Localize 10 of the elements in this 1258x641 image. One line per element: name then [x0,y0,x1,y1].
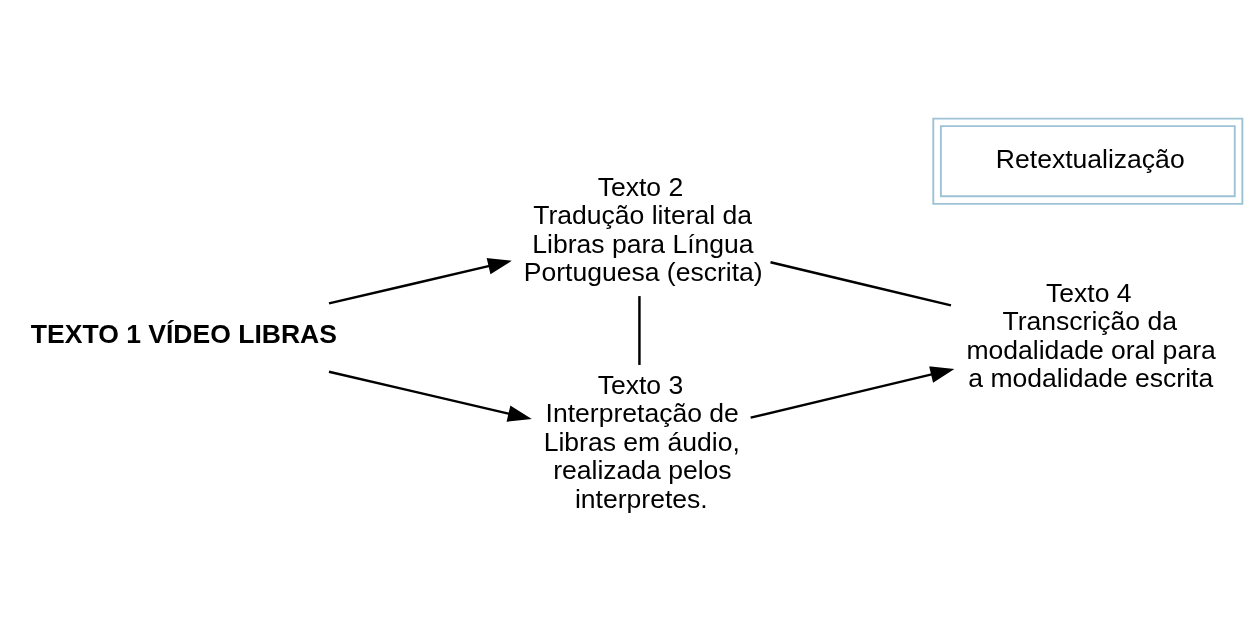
arrow [328,370,532,422]
arrow [328,258,512,305]
node-text: Texto 3 Interpretação de Libras em áudio, realizada pelos interpretes. [543,369,740,514]
node-text: Texto 4 Transcrição da modalidade oral para a modalidade escrita [966,277,1216,394]
arrow [750,366,955,419]
connector [638,296,641,365]
connector [770,261,952,307]
node-text: Texto 2 Tradução literal da Libras para Língua Portuguesa (escrita) [523,171,763,288]
node-text: TEXTO 1 VÍDEO LIBRAS [30,318,337,349]
node-box: Retextualização [932,117,1244,205]
